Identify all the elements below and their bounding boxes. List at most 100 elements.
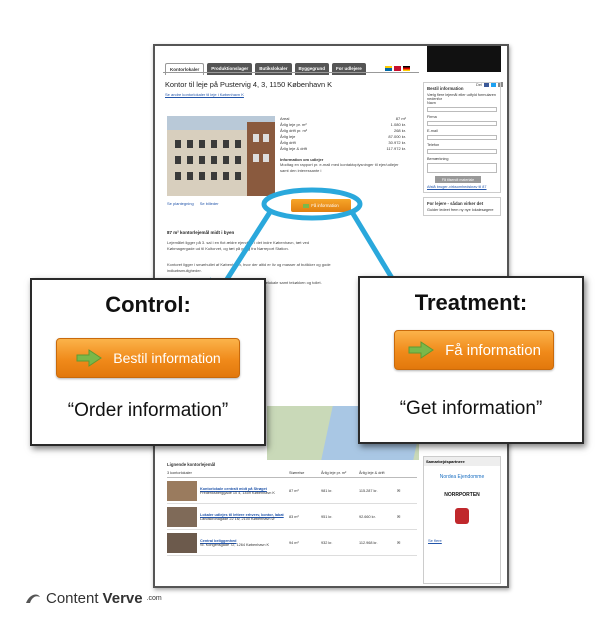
sidebar-link[interactable]: Afstå bruger-virksomhedskrav til 87 — [427, 185, 487, 189]
info-text: Modtag en rapport pr. e-mail med kontakt… — [280, 162, 399, 173]
order-information-button[interactable]: Bestil information — [56, 338, 240, 378]
twitter-icon[interactable] — [491, 82, 496, 87]
control-quote: “Order information” — [67, 400, 229, 421]
field-label: Navn — [427, 101, 436, 105]
sidebar-heading: For lejere - sådan virker det — [427, 201, 484, 206]
floorplan-link[interactable]: Se plantegning — [167, 201, 194, 206]
listing-link[interactable]: Kontorlokale centralt midt på Strøget — [200, 486, 267, 491]
share-label[interactable]: Del — [475, 82, 482, 87]
column-header[interactable]: 3 kontorlokaler — [167, 471, 192, 475]
column-header[interactable]: Størrelse — [289, 471, 305, 475]
table-heading: Lignende kontorlejemål — [167, 462, 216, 467]
control-title: Control: — [105, 292, 191, 317]
brand-name-b: Verve — [102, 590, 143, 607]
control-callout: Control: Bestil information “Order infor… — [30, 278, 266, 446]
photos-link[interactable]: Se billeder — [199, 201, 219, 206]
photo-links: Se plantegning Se billeder — [167, 201, 219, 206]
language-flags[interactable] — [385, 66, 410, 71]
partner-logo-badge[interactable] — [455, 508, 469, 524]
treatment-quote: “Get information” — [399, 398, 543, 419]
listing-address: St. Kongensgade 72, 1264 København K — [200, 542, 270, 547]
flag-icon[interactable] — [394, 66, 401, 71]
field-label: Telefon — [427, 143, 440, 147]
listing-thumbnail[interactable] — [167, 506, 197, 527]
cell-rent: 932 kr. — [321, 540, 333, 545]
sidebar: Bestil information Vælg flere lejemål el… — [423, 82, 501, 220]
flag-icon[interactable] — [385, 66, 392, 71]
button-label: Bestil information — [113, 350, 221, 366]
brand-suffix: .com — [146, 595, 162, 602]
arrow-icon — [408, 341, 434, 359]
treatment-title: Treatment: — [414, 290, 528, 315]
partners-box: Samarbejdspartnere Nordea Ejendomme NORR… — [423, 456, 501, 584]
partners-more-link[interactable]: Se flere — [428, 538, 442, 543]
listing-thumbnail[interactable] — [167, 532, 197, 553]
column-header[interactable]: Årlig leje pr. m² — [321, 471, 347, 475]
tab-divider — [163, 72, 419, 73]
listing-thumbnail[interactable] — [167, 480, 197, 501]
property-photo[interactable] — [167, 116, 275, 196]
sidebar-heading: Bestil information — [427, 86, 464, 91]
site-logo-box — [427, 46, 501, 72]
description-paragraph: Kontoret ligger i smørhullet af Københav… — [167, 262, 331, 273]
arrow-icon — [303, 203, 310, 208]
column-header[interactable]: Årlig leje & drift — [359, 471, 385, 475]
phone-field[interactable] — [427, 149, 497, 154]
description-heading: 87 m² kontorlejemål midt i byen — [167, 230, 235, 235]
facebook-icon[interactable] — [484, 82, 489, 87]
partner-logo-nordea[interactable]: Nordea Ejendomme — [439, 474, 485, 480]
info-heading: Information om udlejer — [280, 157, 324, 162]
treatment-callout: Treatment: Få information “Get informati… — [358, 276, 584, 444]
email-field[interactable] — [427, 135, 497, 140]
company-field[interactable] — [427, 121, 497, 126]
order-info-box: Bestil information Vælg flere lejemål el… — [423, 82, 501, 193]
get-information-button[interactable]: Få information — [291, 199, 351, 212]
button-label: Få information — [445, 341, 541, 359]
get-information-button[interactable]: Få information — [394, 330, 554, 370]
mail-icon[interactable]: ✉ — [397, 541, 401, 545]
back-link[interactable]: Se andre kontorlokaler til leje i Københ… — [165, 92, 244, 97]
mail-icon[interactable]: ✉ — [397, 515, 401, 519]
name-field[interactable] — [427, 107, 497, 112]
listing-link[interactable]: Central beliggenhed — [200, 538, 237, 543]
cell-total: 92.660 kr. — [359, 514, 376, 519]
arrow-icon — [76, 349, 103, 367]
cell-size: 94 m² — [289, 540, 299, 545]
brand-name-a: Content — [46, 590, 99, 607]
partner-logo-norrporten[interactable]: NORRPORTEN — [444, 492, 480, 498]
submit-button[interactable]: Få tilsendt materiale — [435, 176, 481, 183]
mail-icon[interactable]: ✉ — [397, 489, 401, 493]
sidebar-intro: Vælg flere lejemål eller udfyld formular… — [427, 93, 497, 101]
sidebar-text: Guider ledeet frem ny nye lokalesøgere — [427, 208, 494, 212]
page-title: Kontor til leje på Pustervig 4, 3, 1150 … — [165, 80, 333, 89]
building-image — [247, 122, 275, 196]
listing-main: Kontor til leje på Pustervig 4, 3, 1150 … — [163, 75, 419, 97]
table-header: 3 kontorlokaler Størrelse Årlig leje pr.… — [167, 469, 417, 478]
table-row[interactable]: Lokaler udlejes til lettere erhverv, kon… — [167, 504, 417, 530]
cell-total: 112.968 kr. — [359, 540, 378, 545]
similar-listings-table: Lignende kontorlejemål 3 kontorlokaler S… — [167, 460, 417, 556]
listing-link[interactable]: Lokaler udlejes til lettere erhverv, kon… — [200, 512, 284, 517]
partners-heading: Samarbejdspartnere — [424, 457, 500, 466]
flag-icon[interactable] — [403, 66, 410, 71]
cell-rent: 981 kr. — [321, 488, 333, 493]
description-paragraph: Lejemålet ligger på 3. sal i en flot æld… — [167, 240, 310, 251]
field-label: Bemærkning — [427, 157, 449, 161]
cell-size: 83 m² — [289, 514, 299, 519]
comment-field[interactable] — [427, 163, 497, 173]
listing-address: Frederiksberggade 10 4, 1459 København K — [200, 490, 275, 495]
field-label: Firma — [427, 115, 437, 119]
how-it-works-box: For lejere - sådan virker det Guider led… — [423, 197, 501, 216]
highlight-ring — [261, 187, 363, 221]
listing-address: Landskronagade 22 1tv, 2100 København Ø — [200, 516, 275, 521]
